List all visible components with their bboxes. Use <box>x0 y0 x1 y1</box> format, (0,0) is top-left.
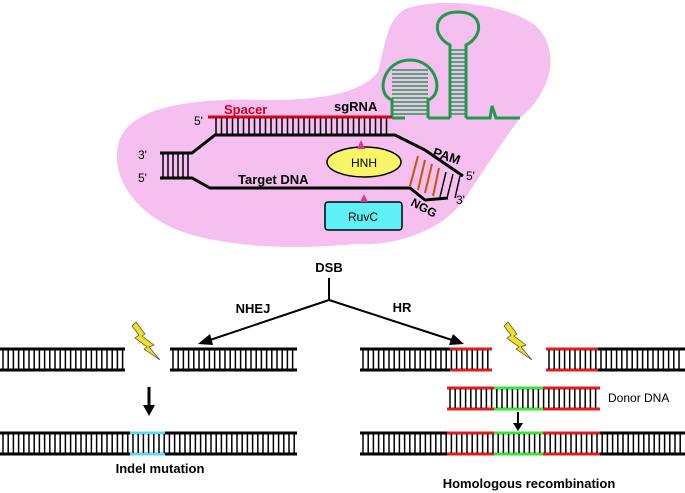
pam-rung <box>424 163 433 194</box>
dsb-label: DSB <box>315 260 342 275</box>
nhej-label: NHEJ <box>236 301 271 316</box>
ruvc-label: RuvC <box>348 210 378 224</box>
ruvc-cut-marker <box>360 194 368 202</box>
heteroduplex-rungs <box>215 118 388 134</box>
indel-repaired-dna <box>0 431 297 456</box>
hnh-cut-marker <box>357 140 365 149</box>
duplex-rung <box>439 171 447 198</box>
scaffold-stem-rungs <box>392 49 466 115</box>
lightning-bolt-icon-left <box>131 321 161 361</box>
indel-mutation-label: Indel mutation <box>116 461 205 476</box>
left-3prime-label: 3' <box>138 148 147 162</box>
left-duplex-rungs <box>162 154 189 177</box>
nhej-broken-dna-left <box>0 347 125 372</box>
left-5prime-label: 5' <box>138 171 147 185</box>
duplex-rung <box>446 173 454 199</box>
pam-rung <box>432 167 440 197</box>
target-dna-top-strand <box>160 133 464 178</box>
hr-broken-dna-right <box>546 347 685 372</box>
lightning-bolt-icon-right <box>503 321 533 361</box>
nhej-down-arrowhead <box>143 405 155 416</box>
pam-rungs <box>409 155 461 199</box>
hr-repaired-dna <box>360 431 685 456</box>
right-5prime-label: 5' <box>466 169 475 183</box>
donor-dna-label: Donor DNA <box>608 391 669 405</box>
pam-rung <box>409 155 419 187</box>
hr-down-arrowhead <box>513 423 523 431</box>
right-3prime-label: 3' <box>456 193 465 207</box>
target-dna-label: Target DNA <box>238 172 309 187</box>
pam-rung <box>417 159 426 191</box>
donor-dna <box>447 386 600 411</box>
hnh-label: HNH <box>351 156 377 170</box>
nhej-arrow-line <box>209 299 330 341</box>
sgrna-label: sgRNA <box>334 99 378 114</box>
hr-arrow-line <box>328 299 453 341</box>
spacer-5prime-label: 5' <box>194 114 203 128</box>
sgrna-scaffold <box>381 10 520 120</box>
hr-label: HR <box>393 300 412 315</box>
spacer-label: Spacer <box>224 102 267 117</box>
dna-ladders <box>0 347 685 456</box>
homologous-recombination-label: Homologous recombination <box>443 476 616 491</box>
hr-arrowhead <box>449 334 464 345</box>
nhej-arrowhead <box>198 334 213 345</box>
duplex-rung <box>454 175 461 199</box>
target-dna-bottom-strand <box>160 176 449 202</box>
hr-broken-dna-left <box>360 347 492 372</box>
nhej-broken-dna-right <box>170 347 297 372</box>
